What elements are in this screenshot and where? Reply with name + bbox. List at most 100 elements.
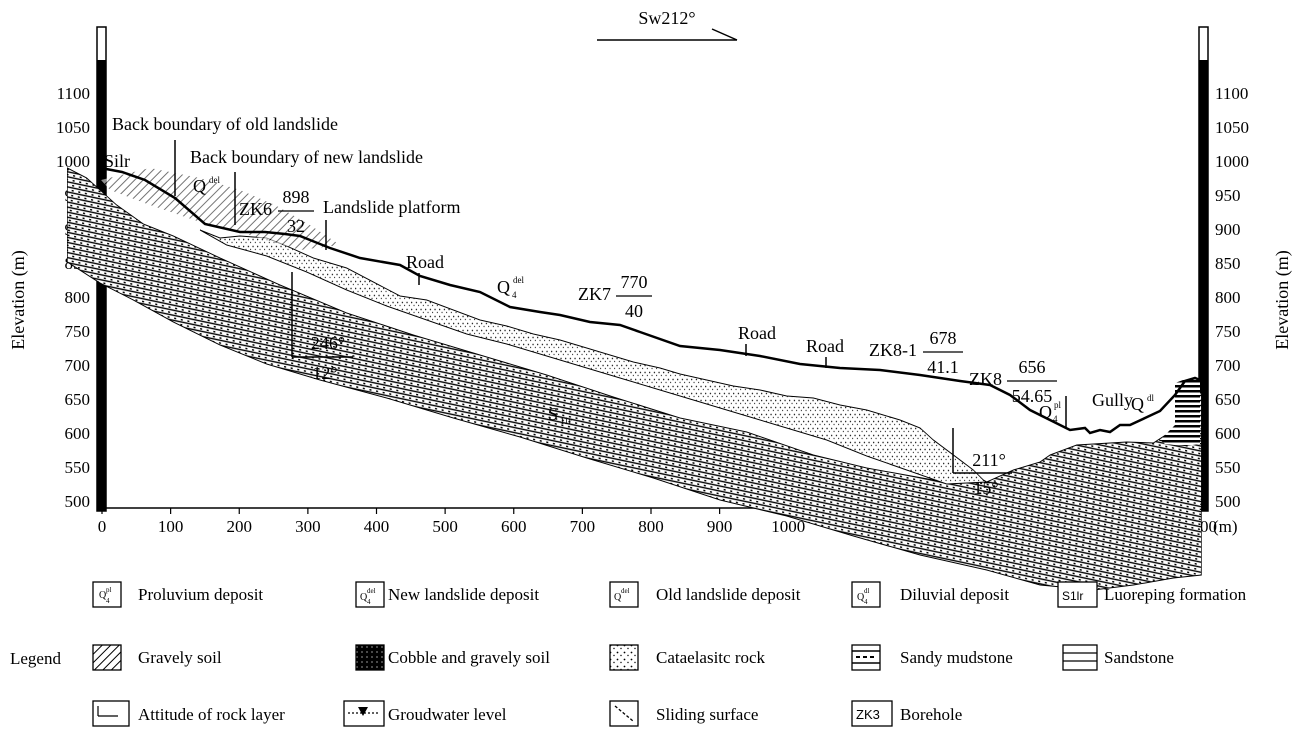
cataclastic-rock-layer — [199, 229, 987, 485]
x-axis-unit: (m) — [1213, 517, 1238, 536]
legend-item-groundwater-level: Groudwater level — [343, 700, 507, 727]
svg-text:Groudwater level: Groudwater level — [388, 705, 507, 724]
svg-text:Q: Q — [857, 592, 865, 603]
attitude-symbol-2: 211° 15° — [952, 428, 1012, 498]
svg-text:del: del — [209, 175, 220, 185]
svg-text:41.1: 41.1 — [927, 357, 959, 377]
svg-text:Gravely soil: Gravely soil — [138, 648, 222, 667]
deposit-symbol-4: Q dl — [1131, 393, 1155, 414]
label-new-back-boundary: Back boundary of new landslide — [190, 147, 423, 167]
svg-text:211°: 211° — [972, 450, 1006, 470]
left-y-tick-label: 750 — [65, 322, 91, 341]
x-tick-label: 900 — [707, 517, 733, 536]
svg-text:32: 32 — [287, 216, 305, 236]
left-y-tick-label: 800 — [65, 288, 91, 307]
left-y-tick-label: 500 — [65, 492, 91, 511]
legend-item-gravely-soil: Gravely soil — [92, 644, 222, 671]
svg-text:656: 656 — [1019, 357, 1046, 377]
left-y-tick-label: 550 — [65, 458, 91, 477]
svg-text:Proluvium deposit: Proluvium deposit — [138, 585, 263, 604]
right-y-tick-label: 950 — [1215, 186, 1241, 205]
right-y-tick-label: 800 — [1215, 288, 1241, 307]
left-scale-bar — [97, 60, 106, 511]
left-y-tick-label: 700 — [65, 356, 91, 375]
right-y-tick-label: 850 — [1215, 254, 1241, 273]
legend-item-sandstone: Sandstone — [1062, 644, 1174, 671]
svg-text:Old landslide deposit: Old landslide deposit — [656, 585, 801, 604]
label-road-3: Road — [806, 336, 844, 356]
x-tick-label: 600 — [501, 517, 527, 536]
colluvium-right-zone — [1160, 378, 1200, 446]
svg-text:Q: Q — [1039, 402, 1052, 422]
svg-text:Cataelasitc rock: Cataelasitc rock — [656, 648, 766, 667]
right-y-tick-label: 600 — [1215, 424, 1241, 443]
borehole-zk7: ZK7 770 40 — [578, 272, 652, 321]
left-y-tick-label: 600 — [65, 424, 91, 443]
right-scale-bar — [1199, 60, 1208, 511]
svg-text:ZK8: ZK8 — [969, 369, 1002, 389]
svg-text:Q: Q — [99, 590, 107, 601]
svg-text:dl: dl — [1147, 393, 1155, 403]
borehole-zk8-1: ZK8-1 678 41.1 — [869, 328, 963, 377]
left-y-tick-label: 1050 — [56, 118, 90, 137]
svg-text:Cobble and gravely soil: Cobble and gravely soil — [388, 648, 550, 667]
svg-text:del: del — [621, 587, 630, 595]
label-landslide-platform: Landslide platform — [323, 197, 460, 217]
svg-text:246°: 246° — [311, 333, 345, 353]
svg-text:Q: Q — [360, 592, 368, 603]
svg-text:15°: 15° — [973, 478, 998, 498]
svg-text:678: 678 — [930, 328, 957, 348]
x-tick-label: 100 — [158, 517, 184, 536]
svg-text:pl: pl — [106, 586, 112, 594]
right-y-tick-label: 900 — [1215, 220, 1241, 239]
label-road-1: Road — [406, 252, 444, 272]
svg-text:Diluvial deposit: Diluvial deposit — [900, 585, 1009, 604]
svg-text:Q: Q — [497, 277, 510, 297]
x-tick-label: 1000 — [771, 517, 805, 536]
deposit-symbol-2: Q del 4 — [497, 275, 524, 300]
svg-text:New landslide deposit: New landslide deposit — [388, 585, 539, 604]
label-gully: Gully — [1092, 390, 1133, 410]
svg-text:ZK7: ZK7 — [578, 284, 611, 304]
svg-text:4: 4 — [367, 598, 371, 606]
right-y-tick-label: 1100 — [1215, 84, 1248, 103]
legend-item-sliding-surface: Sliding surface — [609, 700, 758, 727]
svg-text:Q: Q — [1131, 394, 1144, 414]
svg-text:11r: 11r — [560, 416, 572, 426]
svg-text:4: 4 — [864, 598, 868, 606]
x-tick-label: 200 — [227, 517, 253, 536]
right-y-tick-label: 650 — [1215, 390, 1241, 409]
legend-item-sandy-mudstone: Sandy mudstone — [851, 644, 1013, 671]
deposit-symbol-1: Q del — [193, 175, 220, 196]
left-y-tick-label: 1100 — [57, 84, 90, 103]
svg-text:ZK3: ZK3 — [856, 707, 880, 722]
right-y-tick-label: 1050 — [1215, 118, 1249, 137]
svg-text:4: 4 — [106, 597, 110, 605]
svg-text:Borehole: Borehole — [900, 705, 962, 724]
x-tick-label: 0 — [98, 517, 107, 536]
right-y-tick-label: 500 — [1215, 492, 1241, 511]
svg-text:54.65: 54.65 — [1012, 386, 1053, 406]
left-y-tick-label: 1000 — [56, 152, 90, 171]
right-y-tick-label: 750 — [1215, 322, 1241, 341]
svg-text:Sandstone: Sandstone — [1104, 648, 1174, 667]
legend-item-borehole: ZK3 Borehole — [851, 700, 962, 727]
deposit-symbol-3: Q pl 4 — [1039, 400, 1062, 424]
legend-item-attitude: Attitude of rock layer — [92, 700, 285, 727]
formation-label: S 11r — [548, 404, 572, 426]
borehole-zk6: ZK6 898 32 — [239, 187, 314, 236]
direction-label: Sw212° — [638, 8, 695, 28]
left-elevation-ticks: 5005506006507007508008509009501000105011… — [56, 84, 90, 511]
svg-text:ZK6: ZK6 — [239, 199, 272, 219]
formation-symbol: Silr — [104, 151, 130, 171]
borehole-zk8: ZK8 656 54.65 — [969, 357, 1057, 406]
right-axis-title: Elevation (m) — [1272, 250, 1293, 349]
x-tick-label: 500 — [432, 517, 458, 536]
svg-text:4: 4 — [1053, 414, 1058, 424]
svg-text:898: 898 — [283, 187, 310, 207]
